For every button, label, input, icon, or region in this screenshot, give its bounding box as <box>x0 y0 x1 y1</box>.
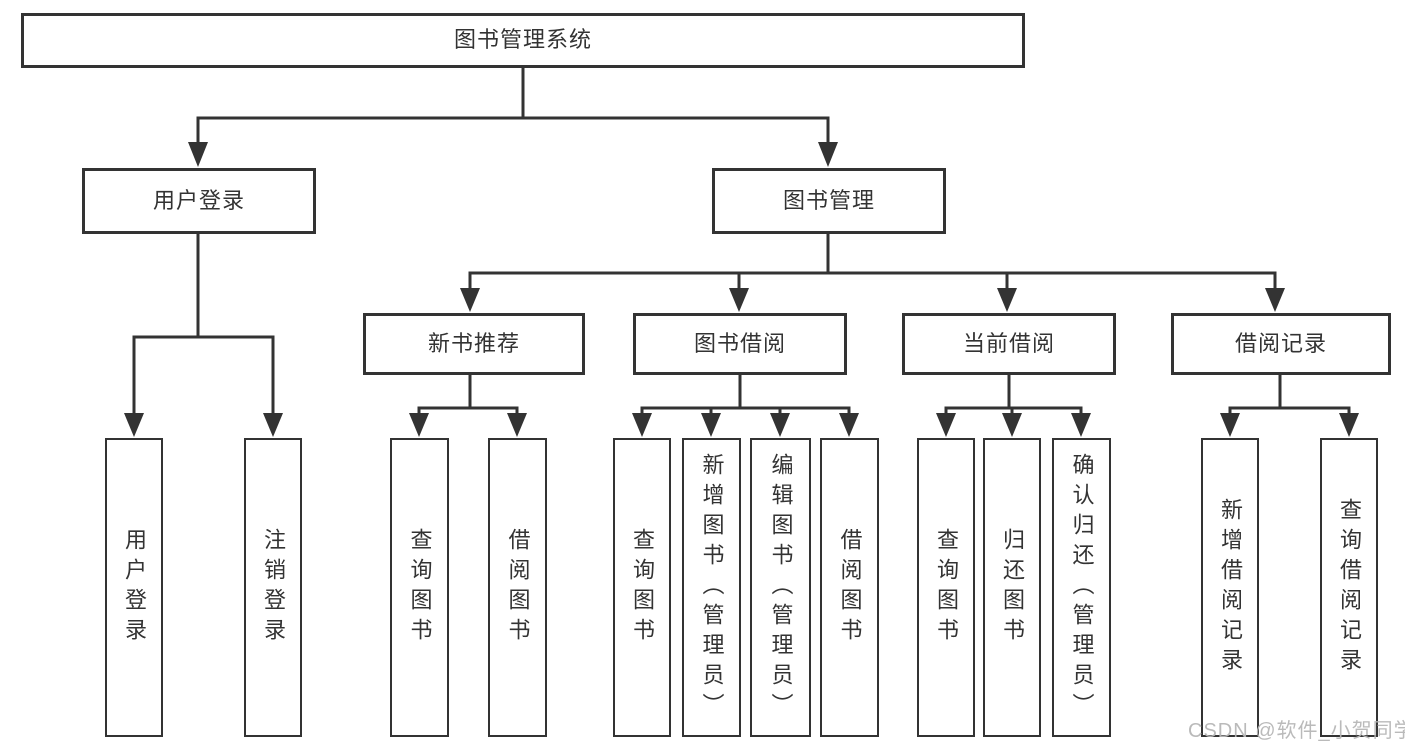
node-book-mgmt: 图书管理 <box>712 168 946 234</box>
node-bb-edit: 编辑图书（管理员） <box>750 438 811 737</box>
arrowhead <box>632 413 652 437</box>
node-new-book-rec: 新书推荐 <box>363 313 585 375</box>
node-br-search: 查询借阅记录 <box>1320 438 1378 737</box>
node-logout-label: 注销登录 <box>261 527 286 648</box>
node-cb-confirm: 确认归还（管理员） <box>1052 438 1111 737</box>
edges-borrow-records <box>1220 375 1359 437</box>
edges-new-book-rec <box>409 375 527 437</box>
node-system-label: 图书管理系统 <box>453 27 592 53</box>
node-cb-return: 归还图书 <box>983 438 1041 737</box>
node-nb-borrow: 借阅图书 <box>488 438 547 737</box>
edge-crossbar <box>196 116 830 145</box>
arrowhead <box>839 413 859 437</box>
node-bb-search: 查询图书 <box>613 438 671 737</box>
node-logout: 注销登录 <box>244 438 302 737</box>
arrowhead <box>1339 413 1359 437</box>
edges-user-login-group <box>124 234 283 437</box>
node-cb-return-label: 归还图书 <box>1000 527 1025 648</box>
arrowhead <box>1220 413 1240 437</box>
node-user-login: 用户登录 <box>105 438 163 737</box>
arrowhead <box>729 288 749 312</box>
node-bb-borrow: 借阅图书 <box>820 438 879 737</box>
arrowhead <box>507 413 527 437</box>
arrowhead <box>1071 413 1091 437</box>
node-book-mgmt-label: 图书管理 <box>782 187 875 213</box>
arrowhead <box>701 413 721 437</box>
node-nb-search-label: 查询图书 <box>407 527 433 648</box>
arrowhead <box>263 413 283 437</box>
edge-crossbar <box>417 406 519 415</box>
node-br-add: 新增借阅记录 <box>1201 438 1259 737</box>
node-cb-search-label: 查询图书 <box>934 527 959 648</box>
edges-current-borrow <box>936 375 1091 437</box>
node-book-borrow-label: 图书借阅 <box>693 330 786 356</box>
node-book-borrow: 图书借阅 <box>633 313 847 375</box>
node-bb-search-label: 查询图书 <box>630 527 655 648</box>
edge-crossbar <box>1228 406 1351 415</box>
node-system: 图书管理系统 <box>21 13 1025 68</box>
arrowhead <box>1002 413 1022 437</box>
arrowhead <box>997 288 1017 312</box>
edge-crossbar <box>640 406 851 415</box>
csdn-watermark: CSDN @软件_小贺同学 <box>1188 720 1405 742</box>
node-current-borrow-label: 当前借阅 <box>962 330 1055 356</box>
node-br-add-label: 新增借阅记录 <box>1218 497 1243 678</box>
node-nb-borrow-label: 借阅图书 <box>505 527 531 648</box>
edge-crossbar <box>132 335 275 415</box>
arrowhead <box>460 288 480 312</box>
node-bb-add: 新增图书（管理员） <box>682 438 741 737</box>
node-current-borrow: 当前借阅 <box>902 313 1116 375</box>
arrowhead <box>124 413 144 437</box>
arrowhead <box>770 413 790 437</box>
node-cb-search: 查询图书 <box>917 438 975 737</box>
edge-crossbar <box>468 271 1277 290</box>
arrowhead <box>936 413 956 437</box>
arrowhead <box>1265 288 1285 312</box>
node-user-login-group: 用户登录 <box>82 168 316 234</box>
edges-system <box>188 68 838 167</box>
node-cb-confirm-label: 确认归还（管理员） <box>1069 452 1095 723</box>
edges-book-borrow <box>632 375 859 437</box>
arrowhead <box>409 413 429 437</box>
node-user-login-group-label: 用户登录 <box>152 187 245 213</box>
node-borrow-records: 借阅记录 <box>1171 313 1391 375</box>
node-nb-search: 查询图书 <box>390 438 449 737</box>
node-bb-add-label: 新增图书（管理员） <box>699 452 725 723</box>
node-br-search-label: 查询借阅记录 <box>1337 497 1362 678</box>
node-new-book-rec-label: 新书推荐 <box>427 330 520 356</box>
node-bb-borrow-label: 借阅图书 <box>837 527 863 648</box>
edges-book-mgmt <box>460 234 1285 312</box>
node-user-login-label: 用户登录 <box>122 527 147 648</box>
arrowhead <box>818 142 838 167</box>
node-bb-edit-label: 编辑图书（管理员） <box>768 452 794 723</box>
arrowhead <box>188 142 208 167</box>
node-borrow-records-label: 借阅记录 <box>1234 330 1327 356</box>
